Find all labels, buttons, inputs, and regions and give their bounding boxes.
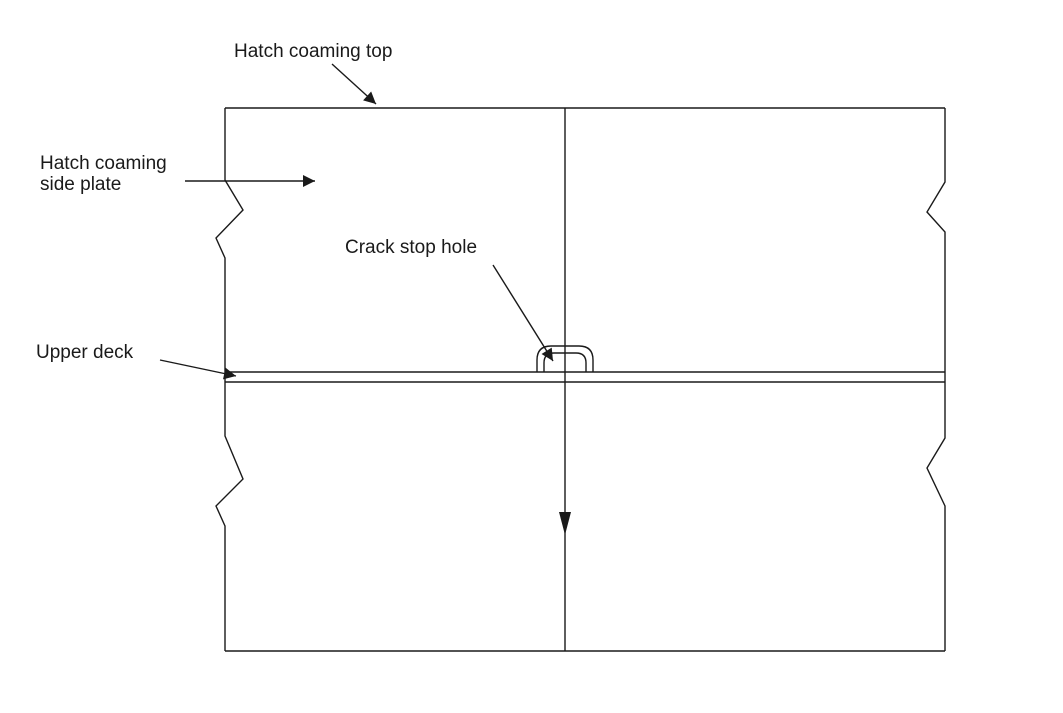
leader-hatch-coaming-top: [331, 63, 377, 105]
crack-direction-arrowhead: [559, 512, 571, 535]
crack-stop-hole-outer: [536, 345, 594, 372]
label-hatch-coaming-side-plate-line2: side plate: [40, 174, 121, 195]
right-break-outline: [926, 108, 946, 651]
label-hatch-coaming-side-plate-line1: Hatch coaming: [40, 153, 167, 174]
leader-crack-stop-hole: [492, 264, 554, 362]
leader-upper-deck: [159, 359, 237, 380]
left-break-outline: [215, 108, 244, 651]
label-crack-stop-hole: Crack stop hole: [345, 237, 477, 258]
label-upper-deck: Upper deck: [36, 342, 134, 363]
label-hatch-coaming-top: Hatch coaming top: [234, 41, 392, 62]
